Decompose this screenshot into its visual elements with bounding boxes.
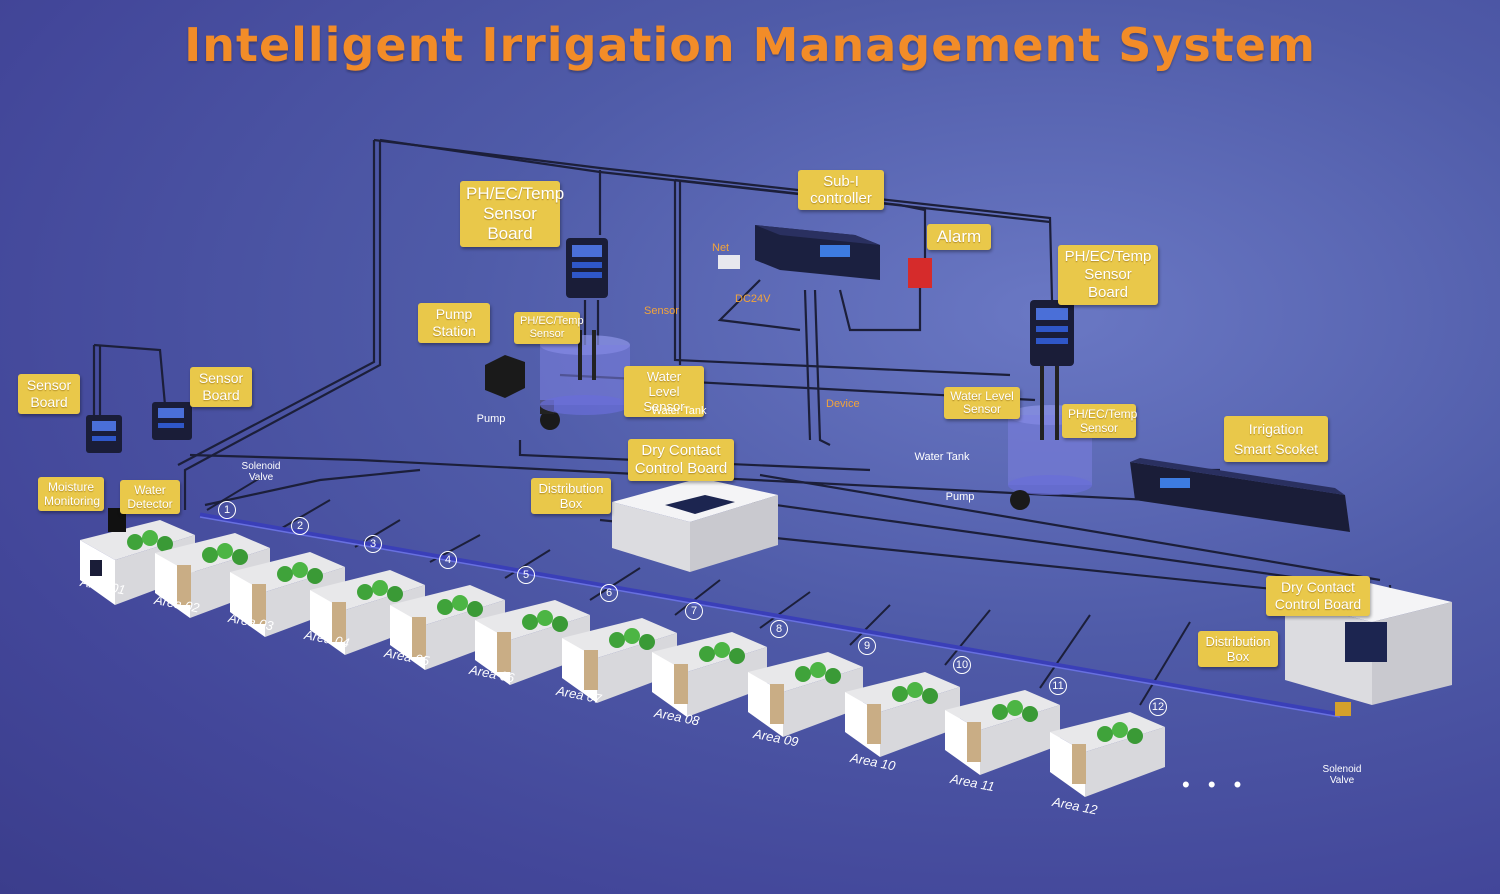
sensor-board-label: Sensor Board xyxy=(18,374,80,414)
solenoid-valve-bottom-label: Solenoid Valve xyxy=(1322,764,1362,786)
valve-number: 1 xyxy=(218,501,236,519)
valve-number: 3 xyxy=(364,535,382,553)
net-port xyxy=(718,255,740,269)
ph-sensor-left-label: PH/EC/Temp Sensor xyxy=(514,312,584,344)
valve-number: 5 xyxy=(517,566,535,584)
valve-number: 4 xyxy=(439,551,457,569)
sensor-board-device xyxy=(152,402,192,440)
irrigation-socket-label: Irrigation Smart Scoket xyxy=(1224,416,1328,462)
valve-number: 8 xyxy=(770,620,788,638)
water-level-left-label: Water Level Sensor xyxy=(624,366,704,417)
net-label: Net xyxy=(712,242,730,254)
dry-contact-2-label: Dry Contact Control Board xyxy=(1266,576,1370,616)
planter-box xyxy=(845,672,960,757)
pump-left-label: Pump xyxy=(476,413,506,425)
water-tank-right-label: Water Tank xyxy=(914,451,970,463)
planter-box xyxy=(1050,712,1165,797)
planter-boxes xyxy=(80,520,1165,797)
ph-sensor-board-right-label: PH/EC/Temp Sensor Board xyxy=(1058,245,1158,305)
moisture-monitoring-label: Moisture Monitoring xyxy=(38,477,104,511)
alarm-label: Alarm xyxy=(927,224,991,250)
moisture-sensor xyxy=(108,508,126,532)
sub-controller-label: Sub-I controller xyxy=(798,170,884,210)
valve-number: 2 xyxy=(291,517,309,535)
ph-sensor-board-right-device xyxy=(1030,300,1074,366)
solenoid-valve-label: Solenoid Valve xyxy=(241,461,281,483)
distribution-box-2-label: Distribution Box xyxy=(1198,631,1278,667)
valve-number: 11 xyxy=(1049,677,1067,695)
sensor-line-label: Sensor xyxy=(644,305,679,317)
dry-contact-1-label: Dry Contact Control Board xyxy=(628,439,734,481)
main-water-pipe xyxy=(199,512,1341,718)
pump-station-device xyxy=(485,355,525,398)
ph-sensor-board-left-label: PH/EC/Temp Sensor Board xyxy=(460,181,564,247)
alarm-device xyxy=(908,258,932,288)
page-title: Intelligent Irrigation Management System xyxy=(184,18,1316,72)
valve-number: 10 xyxy=(953,656,971,674)
pump-station-label: Pump Station xyxy=(418,303,490,343)
planter-box xyxy=(652,632,767,717)
valve-number: 9 xyxy=(858,637,876,655)
solenoid-valve-device xyxy=(1335,702,1351,716)
planter-box xyxy=(475,600,590,685)
planter-box xyxy=(230,552,345,637)
water-detector-label: Water Detector xyxy=(120,480,180,514)
planter-box xyxy=(562,618,677,703)
distribution-box-1-device xyxy=(612,478,778,572)
water-tank-left-label: Water Tank xyxy=(651,405,707,417)
irrigation-socket-device xyxy=(1130,458,1350,532)
sensor-board-label: Sensor Board xyxy=(190,367,252,407)
planter-box xyxy=(945,690,1060,775)
more-areas-indicator: • • • xyxy=(1182,772,1248,797)
valve-number: 6 xyxy=(600,584,618,602)
ph-sensor-board-left-device xyxy=(566,238,608,298)
pump-device xyxy=(1010,490,1030,510)
dc24v-label: DC24V xyxy=(735,293,771,305)
sub-controller-device xyxy=(755,225,880,280)
valve-number: 12 xyxy=(1149,698,1167,716)
water-level-right-label: Water Level Sensor xyxy=(944,387,1020,419)
ph-sensor-right-label: PH/EC/Temp Sensor xyxy=(1062,404,1137,438)
distribution-box-1-label: Distribution Box xyxy=(531,478,611,514)
valve-number: 7 xyxy=(685,602,703,620)
sensor-board-device xyxy=(86,415,122,453)
planter-box xyxy=(748,652,863,737)
device-line-label: Device xyxy=(826,398,860,410)
pump-right-label: Pump xyxy=(945,491,975,503)
